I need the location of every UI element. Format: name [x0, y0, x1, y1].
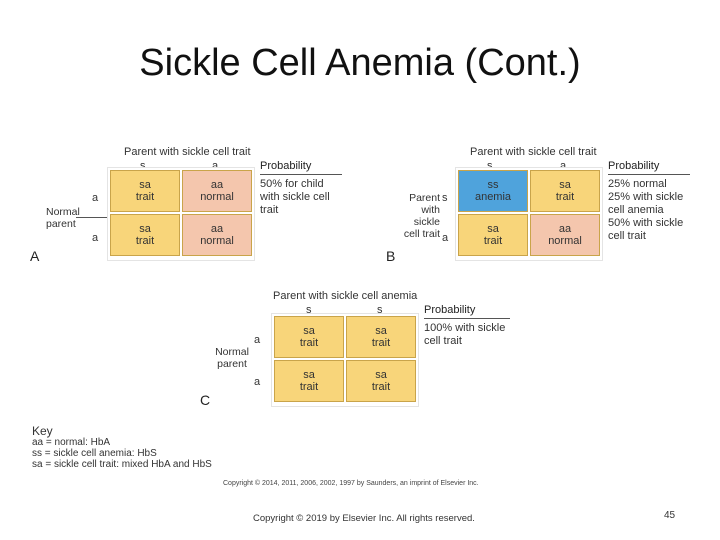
figure-credit: Copyright © 2014, 2011, 2006, 2002, 1997… — [223, 480, 479, 487]
key-line: sa = sickle cell trait: mixed HbA and Hb… — [32, 459, 212, 470]
panel-c-cell: sa trait — [346, 360, 416, 402]
panel-b-cell: aa normal — [530, 214, 600, 256]
panel-a-cell: sa trait — [110, 170, 180, 212]
page-number: 45 — [664, 510, 676, 521]
panel-c-col-allele-2: s — [377, 304, 383, 316]
panel-b-cell: sa trait — [458, 214, 528, 256]
probability-title: Probability — [260, 160, 342, 175]
key-line: aa = normal: HbA — [32, 437, 111, 448]
panel-c-cell: sa trait — [274, 316, 344, 358]
slide-footer: Copyright © 2019 by Elsevier Inc. All ri… — [253, 513, 475, 524]
panel-c-top-parent: Parent with sickle cell anemia — [273, 290, 418, 302]
panel-a-cell: sa trait — [110, 214, 180, 256]
probability-title: Probability — [424, 304, 510, 319]
panel-a-cell: aa normal — [182, 170, 252, 212]
panel-a-probability: Probability 50% for child with sickle ce… — [260, 160, 342, 217]
panel-b-grid: ss anemia sa trait sa trait aa normal — [456, 168, 602, 260]
panel-a-row-allele-2: a — [92, 232, 99, 244]
slide-title: Sickle Cell Anemia (Cont.) — [139, 42, 581, 84]
panel-a-cell: aa normal — [182, 214, 252, 256]
panel-b-col-allele-2: a — [560, 160, 567, 172]
panel-c-row-allele-2: a — [254, 376, 261, 388]
panel-c-cell: sa trait — [346, 316, 416, 358]
panel-b-row-allele-2: a — [442, 232, 449, 244]
panel-c-grid: sa trait sa trait sa trait sa trait — [272, 314, 418, 406]
panel-c-side-parent: Normal parent — [215, 346, 249, 370]
panel-b-row-allele-1: s — [442, 192, 448, 204]
panel-b-letter: B — [386, 248, 396, 264]
panel-b-side-parent: Parent with sickle cell trait — [403, 192, 440, 240]
panel-a-row-allele-1: a — [92, 192, 99, 204]
panel-b-col-allele-1: s — [487, 160, 493, 172]
panel-c-row-allele-1: a — [254, 334, 261, 346]
probability-title: Probability — [608, 160, 690, 175]
punnett-square-figure: Parent with sickle cell trait s a Normal… — [28, 138, 690, 498]
panel-c-probability: Probability 100% with sickle cell trait — [424, 304, 510, 348]
panel-b-cell: sa trait — [530, 170, 600, 212]
panel-c-cell: sa trait — [274, 360, 344, 402]
panel-a-side-parent: Normal parent — [46, 206, 80, 230]
panel-a-top-parent: Parent with sickle cell trait — [124, 146, 251, 158]
figure-key: Key aa = normal: HbA ss = sickle cell an… — [32, 424, 212, 470]
panel-a-grid: sa trait aa normal sa trait aa normal — [108, 168, 254, 260]
panel-a-col-allele-2: a — [212, 160, 219, 172]
key-line: ss = sickle cell anemia: HbS — [32, 448, 157, 459]
panel-b-cell: ss anemia — [458, 170, 528, 212]
panel-a-divider — [76, 217, 108, 218]
panel-b-top-parent: Parent with sickle cell trait — [470, 146, 597, 158]
key-title: Key — [32, 424, 53, 438]
panel-c-letter: C — [200, 392, 211, 408]
panel-a-col-allele-1: s — [140, 160, 146, 172]
panel-c-col-allele-1: s — [306, 304, 312, 316]
panel-a-letter: A — [30, 248, 40, 264]
panel-b-probability: Probability 25% normal 25% with sickle c… — [608, 160, 690, 243]
